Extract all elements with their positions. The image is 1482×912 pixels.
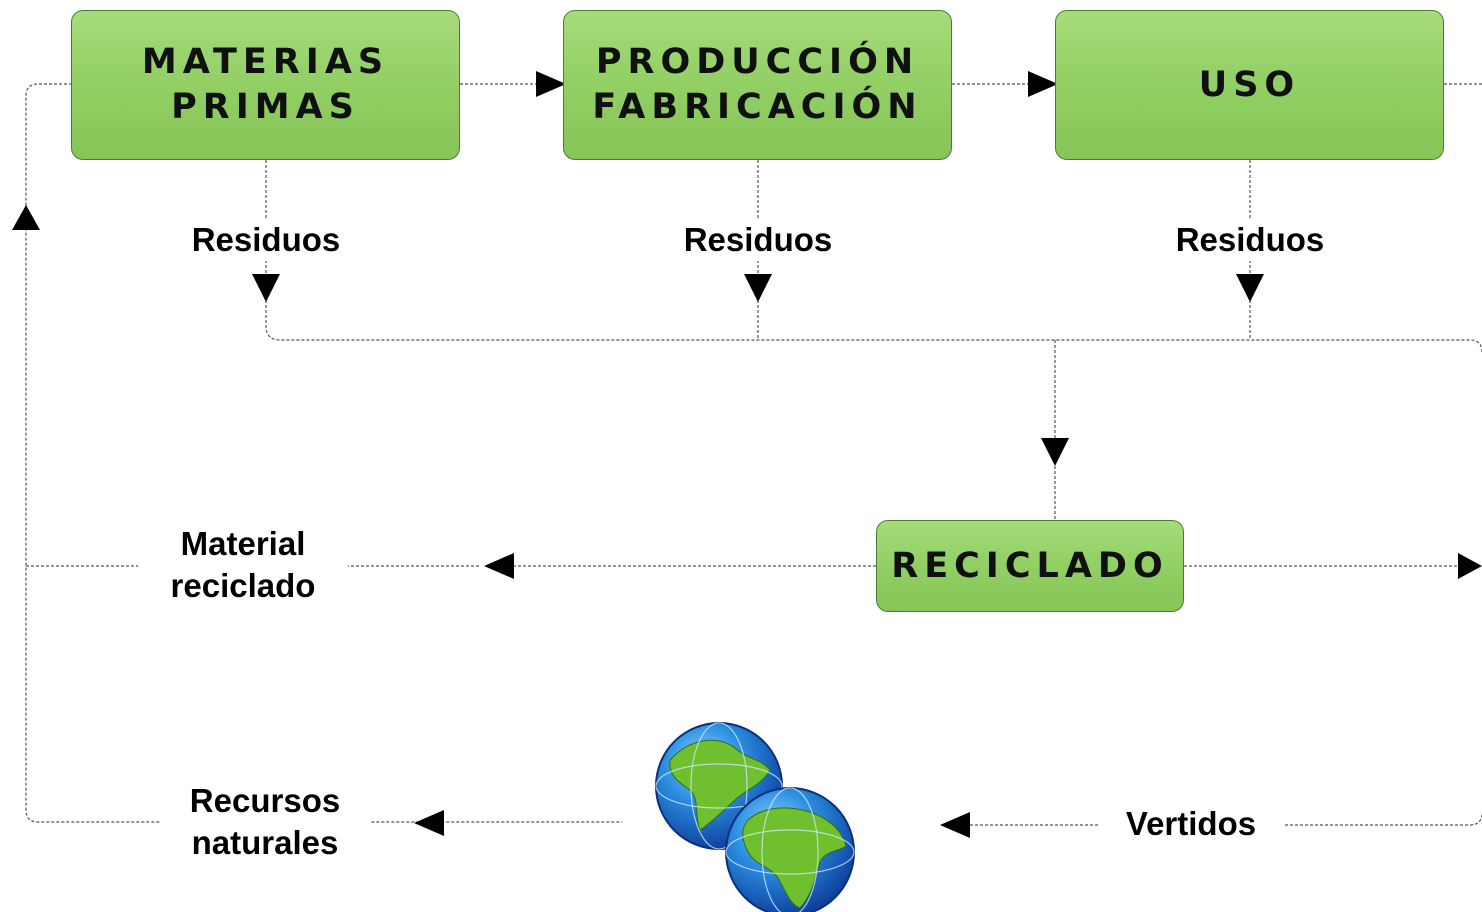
box-uso: USO — [1055, 10, 1444, 160]
label-vertidos: Vertidos — [1098, 803, 1284, 845]
arrow-reciclado-right — [1458, 553, 1482, 579]
arrow-material-reciclado — [484, 553, 514, 579]
box-produccion-label: PRODUCCIÓN FABRICACIÓN — [592, 42, 923, 127]
label-recursos-naturales: Recursos naturales — [160, 780, 370, 864]
globe-icon — [655, 722, 855, 912]
arrow-to-uso — [1028, 71, 1058, 97]
box-reciclado: RECICLADO — [876, 520, 1184, 612]
box-materias-primas: MATERIAS PRIMAS — [71, 10, 460, 160]
label-residuos-uso: Residuos — [1150, 219, 1350, 261]
arrow-to-reciclado — [1041, 438, 1069, 466]
arrow-up-materias — [12, 205, 40, 230]
arrow-recursos-naturales — [414, 810, 444, 836]
connector-lines — [25, 83, 1482, 826]
arrowheads — [12, 71, 1482, 838]
globe-front — [725, 787, 855, 912]
label-residuos-produccion: Residuos — [658, 219, 858, 261]
box-uso-label: USO — [1198, 64, 1301, 105]
arrow-residuos-2 — [744, 274, 772, 302]
box-produccion-fabricacion: PRODUCCIÓN FABRICACIÓN — [563, 10, 952, 160]
arrow-to-produccion — [536, 71, 566, 97]
box-reciclado-label: RECICLADO — [891, 545, 1169, 586]
box-materias-primas-label: MATERIAS PRIMAS — [141, 42, 390, 127]
label-residuos-materias: Residuos — [166, 219, 366, 261]
arrow-residuos-1 — [252, 274, 280, 302]
arrow-vertidos — [940, 812, 970, 838]
globe-back — [655, 722, 783, 850]
arrow-residuos-3 — [1236, 274, 1264, 302]
label-material-reciclado: Material reciclado — [138, 523, 348, 607]
